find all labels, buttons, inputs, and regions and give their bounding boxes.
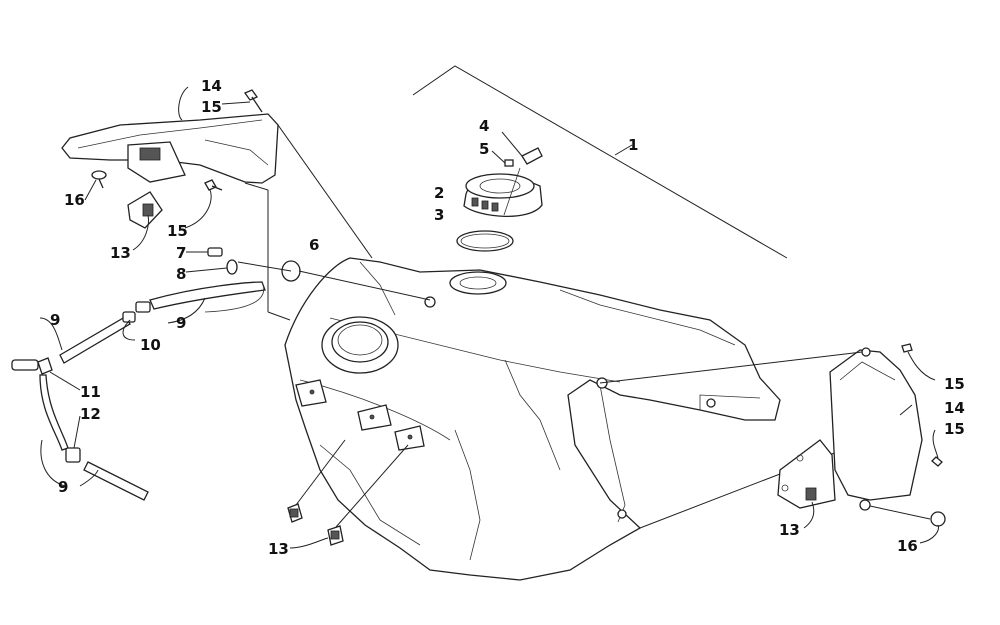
clip-13-left [127, 191, 163, 229]
cover-left [61, 113, 279, 184]
callout-13-right: 13 [779, 521, 800, 539]
callout-9-left: 9 [50, 311, 60, 329]
callout-15-left-mid: 15 [167, 222, 188, 240]
callout-13-bottom: 13 [268, 540, 289, 558]
callout-8: 8 [176, 265, 186, 283]
clip-13-bottom-1 [287, 439, 346, 523]
callout-15-right-top: 15 [944, 375, 965, 393]
callout-2: 2 [434, 184, 444, 202]
callout-15-left-top: 15 [201, 98, 222, 116]
screw-15-right-mid [931, 456, 943, 467]
callout-9-bottom: 9 [58, 478, 68, 496]
callout-15-right-mid: 15 [944, 420, 965, 438]
cover-right [777, 347, 923, 511]
callout-4: 4 [479, 117, 489, 135]
push-rivet-16-right [930, 511, 946, 527]
callout-16-left: 16 [64, 191, 85, 209]
callout-13-left: 13 [110, 244, 131, 262]
fitting-4 [501, 131, 543, 165]
callout-16-right: 16 [897, 537, 918, 555]
right-group-leaders [599, 351, 939, 544]
vent-fitting-7 [186, 247, 223, 257]
callout-labels: 1 2 3 4 5 6 7 8 9 9 9 10 11 12 13 13 13 … [50, 77, 965, 558]
washer-8 [185, 259, 292, 275]
screw-15-left-top [244, 89, 263, 113]
callout-7: 7 [176, 244, 186, 262]
callout-1: 1 [628, 136, 638, 154]
callout-9-mid: 9 [176, 314, 186, 332]
callout-14-left: 14 [201, 77, 222, 95]
tee-fitting-11 [11, 357, 53, 375]
fuel-pump-cap [463, 167, 543, 218]
callout-6: 6 [309, 236, 319, 254]
vent-hose-left [59, 311, 136, 364]
callout-11: 11 [80, 383, 101, 401]
push-rivet-16-left [91, 170, 107, 189]
check-valve-12 [73, 415, 81, 449]
fuel-tank [284, 257, 781, 581]
callout-3: 3 [434, 206, 444, 224]
clip-13-bottom-2 [327, 444, 409, 546]
vent-hose-upper [135, 281, 266, 313]
screw-15-right-top [901, 343, 913, 353]
left-group-leaders [39, 86, 373, 487]
clip-13-bottom-leader [289, 537, 329, 549]
screw-5 [491, 150, 514, 167]
callout-5: 5 [479, 140, 489, 158]
callout-12: 12 [80, 405, 101, 423]
callout-10: 10 [140, 336, 161, 354]
screw-15-left-mid [204, 179, 223, 191]
gasket-ring [456, 230, 514, 252]
vent-hose-lower [39, 374, 149, 501]
callout-14-right: 14 [944, 399, 965, 417]
